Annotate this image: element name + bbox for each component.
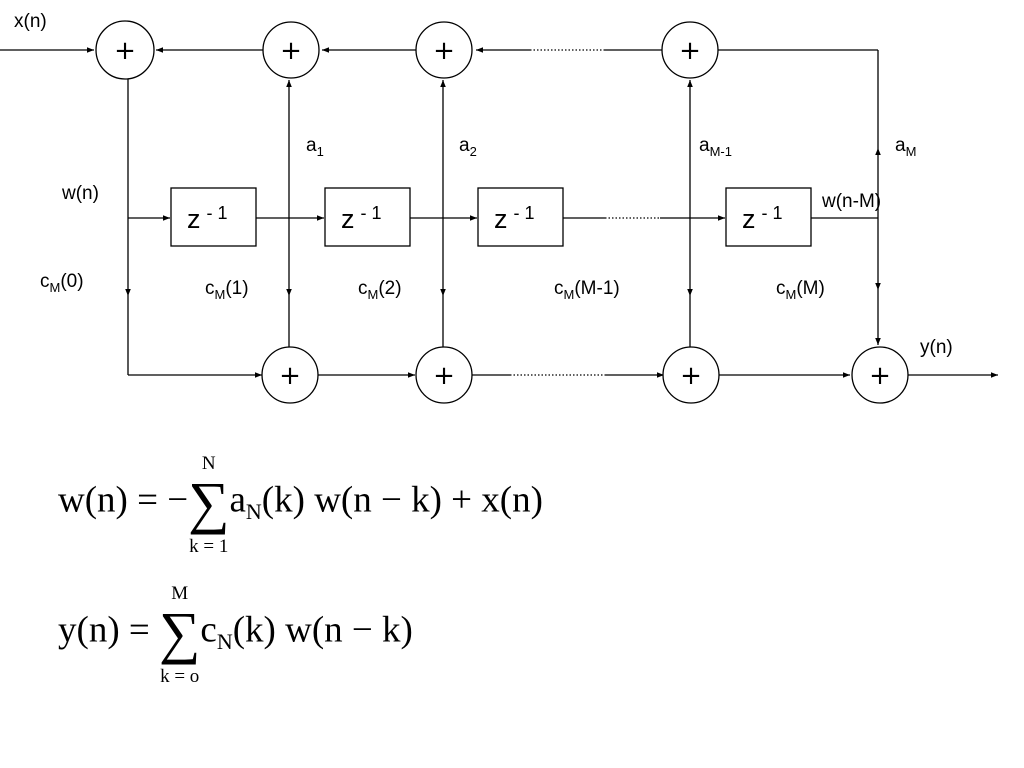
lattice-filter-diagram: + + + + + + + + z - 1 z - 1 z - 1 z - 1 x(n)… [0, 11, 998, 404]
plus-symbol: + [869, 361, 891, 391]
plus-symbol: + [280, 36, 302, 66]
input-label: x(n) [14, 11, 47, 32]
plus-symbol: + [679, 36, 701, 66]
plus-symbol: + [433, 36, 455, 66]
adder-output [851, 346, 909, 404]
adder-top-0 [95, 20, 155, 80]
coef-a-2: a2 [459, 135, 477, 159]
svg-text:z- 1: z - 1 [341, 203, 382, 234]
summation-upper-limit: M [171, 583, 189, 604]
plus-symbol: + [433, 361, 455, 391]
adder-symbols: + + + + + + + + [114, 36, 891, 391]
state-label: w(n) [61, 183, 99, 204]
delay-exponent: - 1 [514, 203, 535, 223]
equation-w-coef: a [229, 479, 246, 521]
coef-c-m1: cM(M-1) [554, 278, 620, 302]
adder-bottom-m1 [662, 346, 720, 404]
delay-z: z [494, 204, 508, 234]
svg-text:z- 1: z - 1 [187, 203, 228, 234]
signal-lines [0, 47, 998, 378]
coef-c-m: cM(M) [776, 278, 825, 302]
delay-z: z [341, 204, 355, 234]
plus-symbol: + [279, 361, 301, 391]
summation-upper-limit: N [201, 453, 216, 474]
delay-block-2: z - 1 [324, 187, 411, 247]
delay-blocks: z - 1 z - 1 z - 1 z - 1 [170, 187, 812, 247]
coef-a-m1: aM-1 [699, 135, 732, 159]
delay-block-3: z - 1 [477, 187, 564, 247]
adder-top-m1 [661, 21, 719, 79]
delay-z: z [742, 204, 756, 234]
svg-text:z- 1: z - 1 [742, 203, 783, 234]
output-label: y(n) [920, 337, 953, 358]
adders [95, 20, 909, 404]
equation-w-lhs: w(n) = − [58, 479, 189, 521]
coef-c-0: cM(0) [40, 271, 84, 295]
equation-y-coef: c [200, 609, 217, 651]
summation-lower-limit: k = o [160, 666, 200, 687]
equation-w-coef-sub: N [245, 499, 262, 525]
plus-symbol: + [680, 361, 702, 391]
delay-z: z [187, 204, 201, 234]
delay-exponent: - 1 [762, 203, 783, 223]
svg-text:z- 1: z - 1 [494, 203, 535, 234]
coef-a-1: a1 [306, 135, 324, 159]
adder-top-2 [415, 21, 473, 79]
delay-block-1: z - 1 [170, 187, 257, 247]
coef-c-1: cM(1) [205, 278, 249, 302]
delay-exponent: - 1 [361, 203, 382, 223]
adder-bottom-2 [415, 346, 473, 404]
equation-y-lhs: y(n) = [58, 609, 160, 651]
delay-block-4: z - 1 [725, 187, 812, 247]
equation-w-rest: (k) w(n − k) + x(n) [261, 479, 543, 521]
coef-a-m: aM [895, 135, 916, 159]
delay-exponent: - 1 [207, 203, 228, 223]
plus-symbol: + [114, 36, 136, 66]
equation-y-rest: (k) w(n − k) [232, 609, 413, 651]
adder-bottom-1 [261, 346, 319, 404]
coef-c-2: cM(2) [358, 278, 402, 302]
summation-lower-limit: k = 1 [189, 536, 229, 557]
delayed-state-label: w(n-M) [821, 191, 881, 212]
equation-y-coef-sub: N [216, 629, 233, 655]
adder-top-1 [262, 21, 320, 79]
